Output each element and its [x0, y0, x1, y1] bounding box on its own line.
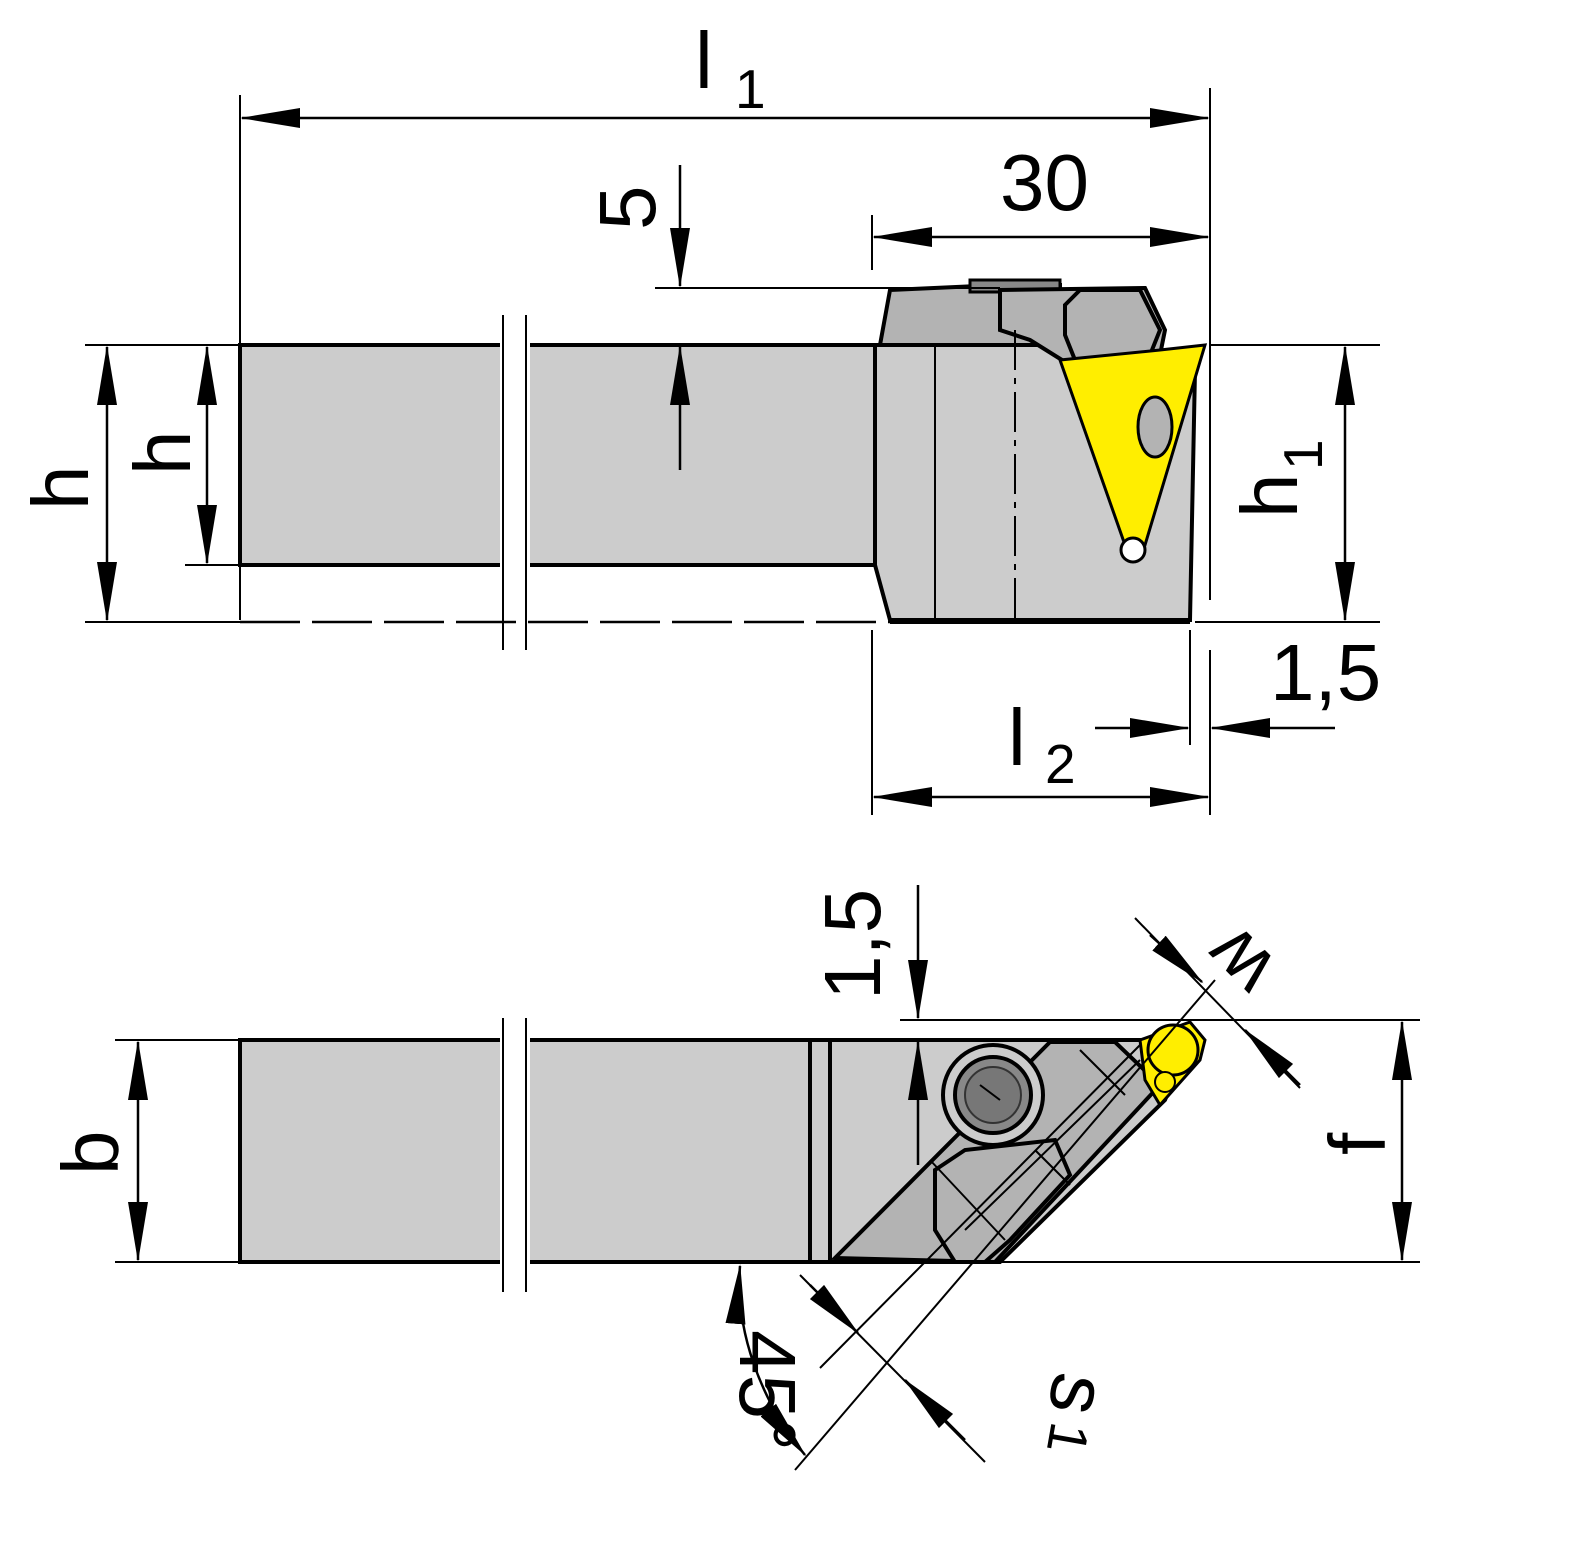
extension-lines-top	[115, 917, 1420, 1471]
dim-s1-a	[809, 1284, 860, 1335]
shank-side	[238, 343, 882, 567]
insert-side	[1057, 343, 1208, 547]
label-h1: h	[1225, 474, 1314, 519]
label-l1-sub: 1	[735, 58, 766, 120]
label-angle: 45°	[723, 1330, 812, 1451]
label-h-inner: h	[118, 431, 207, 476]
insert-hole	[1136, 395, 1174, 459]
dimensions-top	[128, 885, 1412, 1457]
label-h1-sub: 1	[1272, 439, 1334, 470]
top-view	[238, 1018, 1207, 1292]
label-w: w	[1187, 911, 1292, 1016]
label-b: b	[46, 1131, 135, 1176]
label-s1: s	[1031, 1367, 1126, 1422]
label-s1-sub: 1	[1035, 1418, 1101, 1459]
side-view	[238, 278, 1208, 655]
label-l1: l	[695, 16, 713, 105]
label-30: 30	[1000, 138, 1089, 227]
label-15-top: 1,5	[808, 889, 897, 1000]
label-l2: l	[1008, 693, 1026, 782]
label-h-outer: h	[16, 466, 105, 511]
dim-s1-b	[903, 1378, 966, 1441]
insert-tip	[1119, 536, 1147, 564]
labels-side: l 1 30 5 h h h 1 1,5 l 2	[16, 16, 1381, 795]
label-f: f	[1313, 1132, 1402, 1155]
label-5: 5	[583, 186, 672, 231]
dim-angle	[725, 1264, 807, 1457]
dim-w-b	[1243, 1028, 1301, 1086]
label-15-right: 1,5	[1270, 628, 1381, 717]
label-l2-sub: 2	[1045, 733, 1076, 795]
clamp-nose	[1063, 288, 1163, 363]
dimensions-side	[97, 108, 1355, 807]
dim-w-a	[1149, 934, 1204, 984]
